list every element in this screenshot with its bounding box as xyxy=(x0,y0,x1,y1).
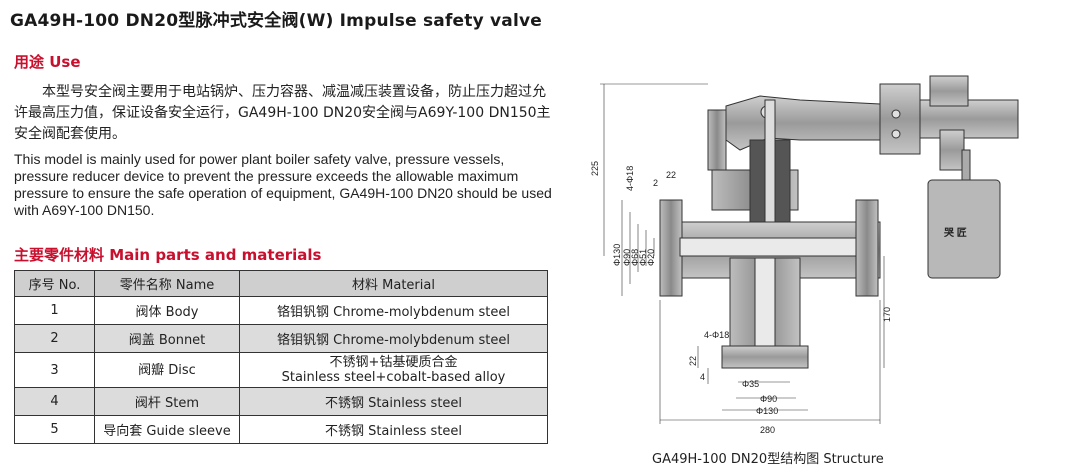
cell-name: 阀体 Body xyxy=(94,296,240,325)
weight-mark: 哭 匠 xyxy=(944,227,967,239)
dim-phi68: Φ68 xyxy=(630,249,640,266)
lever-bracket xyxy=(939,129,965,171)
right-flange xyxy=(855,199,879,297)
dim-phi130-bottom: Φ130 xyxy=(756,406,778,416)
cell-no: 4 xyxy=(14,387,95,416)
counter-weight xyxy=(927,179,1001,279)
cell-name: 阀盖 Bonnet xyxy=(94,324,240,353)
dim-phi90-left: Φ90 xyxy=(622,249,632,266)
dim-22-top: 22 xyxy=(666,170,676,180)
table-row: 1 阀体 Body 铬钼钒钢 Chrome-molybdenum steel xyxy=(14,296,548,325)
lever-guide xyxy=(879,83,921,155)
dim-280: 280 xyxy=(760,425,775,435)
table-row: 5 导向套 Guide sleeve 不锈钢 Stainless steel xyxy=(14,415,548,444)
use-text-cn: 本型号安全阀主要用于电站锅炉、压力容器、减温减压装置设备，防止压力超过允许最高压… xyxy=(14,84,551,142)
use-heading: 用途 Use xyxy=(14,53,81,71)
cell-material-en: Stainless steel+cobalt-based alloy xyxy=(281,370,506,385)
dim-225: 225 xyxy=(590,161,600,176)
cell-name: 阀瓣 Disc xyxy=(94,352,240,388)
header-no: 序号 No. xyxy=(14,270,95,297)
parts-table-header: 序号 No. 零件名称 Name 材料 Material xyxy=(14,270,548,297)
inner-bore xyxy=(679,237,857,257)
lever-arm xyxy=(725,95,881,151)
cell-no: 5 xyxy=(14,415,95,444)
left-flange xyxy=(659,199,683,297)
structure-diagram: 225 4-Φ18 2 22 Φ130 Φ90 Φ68 Φ51 Φ20 170 … xyxy=(590,75,1019,435)
header-material: 材料 Material xyxy=(239,270,548,297)
cell-material: 不锈钢 Stainless steel xyxy=(239,415,548,444)
dim-bolt-bottom: 4-Φ18 xyxy=(704,330,729,340)
cell-material: 不锈钢 Stainless steel xyxy=(239,387,548,416)
parts-heading: 主要零件材料 Main parts and materials xyxy=(14,246,322,264)
dim-phi35: Φ35 xyxy=(742,379,759,389)
cell-material: 铬钼钒钢 Chrome-molybdenum steel xyxy=(239,296,548,325)
lever-bracket xyxy=(929,75,969,107)
inlet-bore xyxy=(754,257,776,359)
bonnet-top xyxy=(707,109,727,171)
cell-material: 不锈钢+钴基硬质合金 Stainless steel+cobalt-based … xyxy=(239,352,548,388)
pin xyxy=(891,129,901,139)
dim-bolt-top: 4-Φ18 xyxy=(625,166,635,191)
cell-no: 3 xyxy=(14,352,95,388)
page-title: GA49H-100 DN20型脉冲式安全阀(W) Impulse safety … xyxy=(10,11,542,31)
dim-4: 4 xyxy=(700,372,705,382)
bottom-flange xyxy=(721,345,809,369)
dim-phi130-left: Φ130 xyxy=(612,244,622,266)
pin xyxy=(891,109,901,119)
cell-no: 2 xyxy=(14,324,95,353)
cell-no: 1 xyxy=(14,296,95,325)
dim-22-bottom: 22 xyxy=(688,356,698,366)
table-row: 4 阀杆 Stem 不锈钢 Stainless steel xyxy=(14,387,548,416)
cell-name: 阀杆 Stem xyxy=(94,387,240,416)
dim-phi51: Φ51 xyxy=(638,249,648,266)
table-row: 3 阀瓣 Disc 不锈钢+钴基硬质合金 Stainless steel+cob… xyxy=(14,352,548,388)
hanger-rod xyxy=(961,149,971,181)
dim-phi20: Φ20 xyxy=(646,249,656,266)
cell-material-cn: 不锈钢+钴基硬质合金 xyxy=(329,355,458,370)
cell-name: 导向套 Guide sleeve xyxy=(94,415,240,444)
dim-170: 170 xyxy=(882,307,892,322)
dim-2: 2 xyxy=(653,178,658,188)
header-name: 零件名称 Name xyxy=(94,270,240,297)
use-text-en: This model is mainly used for power plan… xyxy=(14,151,552,218)
diagram-caption: GA49H-100 DN20型结构图 Structure xyxy=(652,452,884,467)
cell-material: 铬钼钒钢 Chrome-molybdenum steel xyxy=(239,324,548,353)
dim-phi90-bottom: Φ90 xyxy=(760,394,777,404)
table-row: 2 阀盖 Bonnet 铬钼钒钢 Chrome-molybdenum steel xyxy=(14,324,548,353)
parts-table: 序号 No. 零件名称 Name 材料 Material 1 阀体 Body 铬… xyxy=(14,270,548,444)
